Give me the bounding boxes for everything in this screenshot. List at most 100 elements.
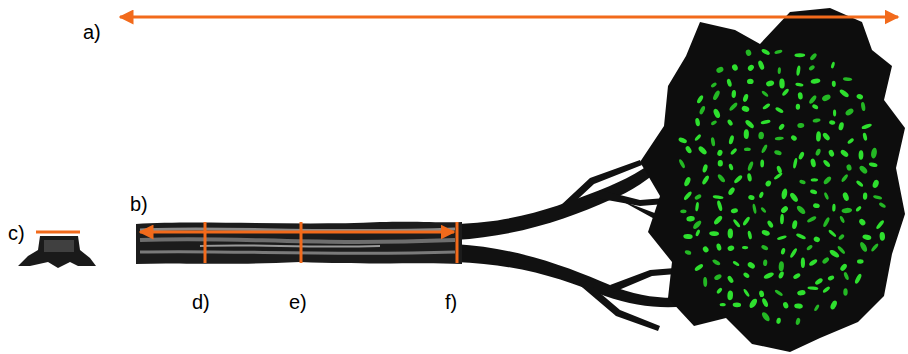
leaf [766, 220, 774, 229]
leaf [762, 103, 771, 111]
leaf [760, 311, 771, 323]
part-label: e) [289, 290, 307, 314]
leaf [859, 150, 864, 160]
leaf [795, 317, 801, 325]
leaf [748, 297, 759, 309]
leaf [730, 208, 738, 214]
leaf [830, 61, 835, 68]
leaf [747, 261, 756, 270]
leaf [829, 300, 838, 311]
leaf [692, 219, 703, 230]
leaf [873, 195, 883, 201]
leaf [761, 144, 769, 154]
leaf [810, 78, 821, 85]
leaf [811, 103, 819, 110]
leaf [778, 261, 784, 272]
leaf [780, 214, 784, 225]
leaf [774, 289, 783, 297]
leaf [710, 137, 715, 147]
leaf [808, 258, 818, 267]
leaf [879, 232, 885, 241]
leaf [713, 273, 722, 281]
leaf [758, 290, 764, 298]
leaf [727, 290, 733, 300]
leaf [678, 137, 688, 145]
leaf [878, 202, 886, 209]
leaf [861, 102, 866, 112]
leaf [838, 234, 845, 241]
leaf [715, 66, 724, 74]
leaf [810, 158, 817, 168]
leaf [774, 49, 783, 55]
leaf [816, 131, 821, 142]
leaf [781, 88, 790, 97]
leaf [843, 288, 848, 296]
leaf [733, 174, 743, 184]
leaf [858, 164, 868, 175]
leaf [810, 189, 818, 195]
leaf [796, 65, 801, 76]
leaf [799, 179, 806, 185]
leaf [775, 106, 785, 114]
leaf [790, 134, 798, 141]
leaf [797, 92, 803, 100]
leaf [760, 159, 764, 167]
part-label: c) [8, 221, 25, 245]
leaf [761, 90, 769, 98]
leaf [798, 151, 805, 160]
leaf [752, 203, 757, 214]
leaf [794, 303, 803, 309]
leaf [789, 192, 800, 203]
leaf [813, 304, 820, 312]
leaf [743, 288, 751, 297]
leaf [696, 94, 704, 104]
leaf [726, 275, 734, 284]
leaf [697, 145, 708, 156]
leaf [761, 297, 769, 307]
leaf [840, 149, 850, 158]
leaf [716, 287, 723, 294]
leaf [832, 204, 836, 212]
leaf [695, 118, 701, 127]
leaf [710, 82, 717, 88]
leaf [823, 192, 829, 200]
leaf [846, 164, 852, 171]
leaf [796, 104, 801, 110]
leaf [709, 231, 719, 236]
leaf [812, 118, 820, 123]
leaf [727, 245, 735, 252]
leaf [742, 216, 751, 226]
leaf [713, 195, 724, 200]
leaf [732, 219, 741, 229]
leaf [683, 234, 693, 239]
leaf [773, 172, 783, 181]
leaf [747, 64, 755, 72]
leaf [761, 244, 769, 251]
leaf [827, 275, 835, 281]
leaf [822, 217, 830, 228]
leaf [744, 119, 755, 130]
leaf [744, 129, 749, 139]
leaf [778, 123, 786, 131]
leaf [844, 107, 854, 116]
leaf [843, 271, 850, 280]
leaf [811, 178, 818, 182]
tree-trunk [136, 222, 462, 264]
leaf [828, 229, 837, 238]
measurement-lines [36, 17, 898, 263]
leaf [779, 79, 785, 89]
leaf [763, 259, 768, 266]
leaf [733, 303, 741, 308]
leaf [847, 137, 855, 144]
leaf [718, 160, 723, 167]
leaf [857, 259, 864, 264]
leaf [712, 90, 721, 101]
leaf [758, 191, 764, 199]
leaf [780, 205, 789, 214]
leaf [828, 248, 840, 258]
leaf [808, 94, 817, 104]
leaf [778, 271, 785, 280]
leaf [837, 245, 846, 255]
leaf [842, 192, 850, 202]
leaf [744, 147, 751, 151]
